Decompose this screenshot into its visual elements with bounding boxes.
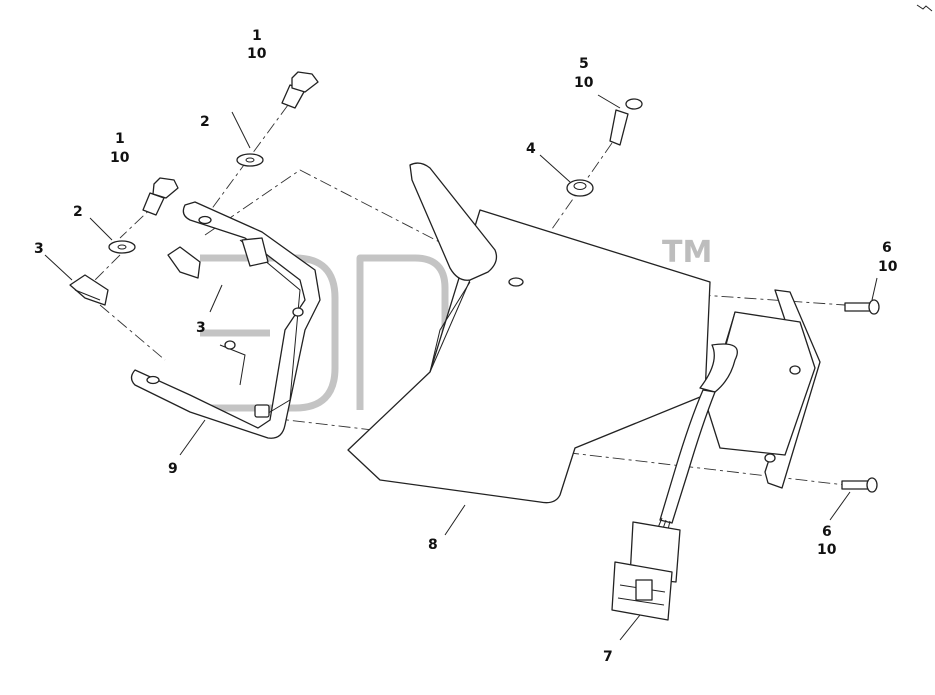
- callout-qty: 10: [817, 542, 837, 558]
- callout-number: 2: [200, 114, 210, 130]
- callout-bracket: 9: [168, 461, 178, 477]
- callout-screw: 5 10: [574, 56, 594, 91]
- bolt-top: [281, 71, 319, 109]
- callout-number: 6: [822, 524, 832, 540]
- callout-bolt-top: 1 10: [247, 28, 267, 62]
- watermark-tm: TM: [662, 235, 712, 270]
- callout-qty: 10: [110, 150, 130, 166]
- callout-washer-left: 2: [73, 204, 83, 220]
- clip-center: [167, 237, 269, 279]
- callout-washer-top: 2: [200, 114, 210, 130]
- callout-stud-bottom: 6 10: [817, 524, 837, 558]
- mounting-bracket: [130, 201, 321, 439]
- callout-clip-center: 3: [196, 320, 206, 336]
- callout-guard: 8: [428, 537, 438, 553]
- callout-number: 6: [882, 240, 892, 256]
- callout-grommet: 4: [526, 141, 536, 157]
- control-module: [699, 289, 821, 489]
- bolt-left: [142, 177, 179, 216]
- callout-number: 7: [603, 649, 613, 665]
- callout-number: 3: [196, 320, 206, 336]
- callout-number: 3: [34, 241, 44, 257]
- clip-left: [69, 274, 109, 306]
- washer-top: [236, 153, 264, 167]
- callout-number: 2: [73, 204, 83, 220]
- callout-number: 1: [252, 28, 262, 44]
- callout-stud-top: 6 10: [878, 240, 898, 275]
- leader-lines: [44, 94, 878, 641]
- callout-number: 5: [579, 56, 589, 72]
- grommet: [566, 179, 594, 197]
- washer-left: [108, 240, 136, 254]
- callout-number: 1: [115, 131, 125, 147]
- stud-top: [844, 299, 880, 315]
- callout-qty: 10: [878, 259, 898, 275]
- callout-connector: 7: [603, 649, 613, 665]
- guard-plate: [347, 162, 711, 504]
- callout-number: 4: [526, 141, 536, 157]
- callout-bolt-left: 1 10: [110, 131, 130, 166]
- callout-clip-left: 3: [34, 241, 44, 257]
- callout-qty: 10: [247, 46, 267, 62]
- callout-qty: 10: [574, 75, 594, 91]
- screw: [609, 98, 643, 146]
- callout-number: 9: [168, 461, 178, 477]
- connector-plug: [611, 521, 681, 621]
- stud-bottom: [841, 477, 878, 493]
- callout-number: 8: [428, 537, 438, 553]
- small-glyph-icon: [916, 4, 933, 12]
